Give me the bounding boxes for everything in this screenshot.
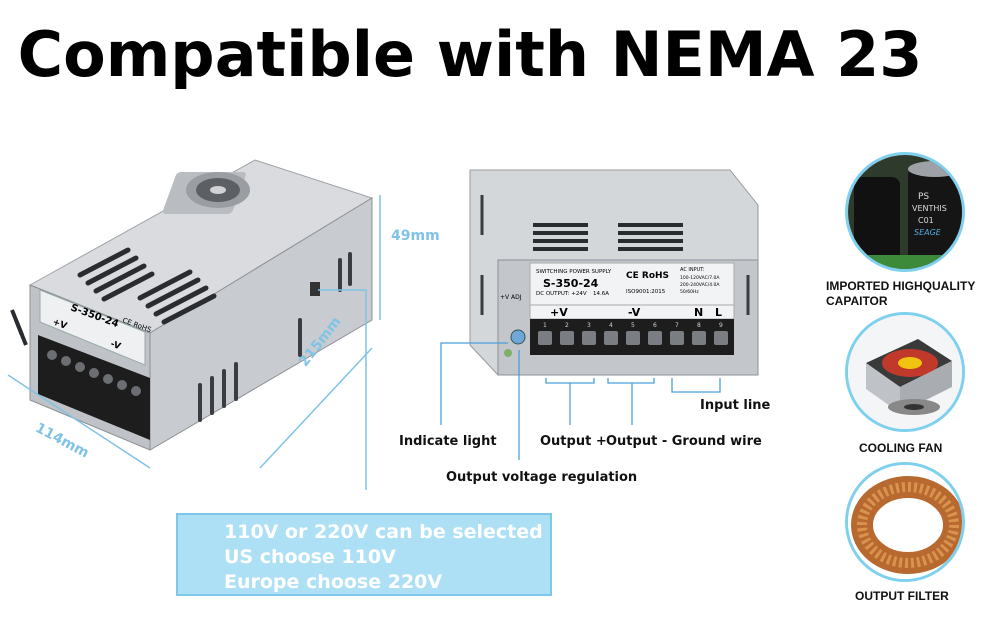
cap-text-2: VENTHIS: [912, 204, 947, 213]
terminal-8: 8: [697, 322, 701, 329]
psu-right-acin: AC INPUT:: [680, 267, 705, 273]
cooling-fan-image: [845, 312, 965, 432]
callout-input-line: Input line: [700, 398, 771, 413]
psu-right-model: S-350-24: [543, 277, 599, 290]
callout-voltage-reg: Output voltage regulation: [446, 470, 638, 485]
psu-right-header: SWITCHING POWER SUPPLY: [536, 269, 612, 275]
cap-text-3: C01: [918, 216, 934, 225]
terminal-4: 4: [609, 322, 613, 329]
note-line-1: 110V or 220V can be selected: [224, 521, 543, 543]
callout-output-minus: Output - Ground wire: [606, 434, 762, 449]
psu-left-minus: -V: [109, 339, 122, 352]
dim-height: 49mm: [391, 228, 440, 244]
cap-text-4: SEAGE: [914, 228, 942, 237]
note-line-2: US choose 110V: [224, 546, 396, 568]
capacitor-image: PS VENTHIS C01 SEAGE: [845, 152, 965, 272]
psu-right-n: N: [694, 306, 703, 319]
psu-right-dc: DC OUTPUT: +24V: [536, 291, 587, 297]
terminal-5: 5: [631, 322, 635, 329]
note-line-3: Europe choose 220V: [224, 571, 443, 593]
psu-right-hz: 50/60Hz: [680, 289, 699, 295]
terminal-1: 1: [543, 322, 547, 329]
psu-right-minus: -V: [628, 306, 641, 319]
psu-front-image: SWITCHING POWER SUPPLY S-350-24 CE RoHS …: [469, 169, 759, 376]
psu-right-ac1: 100-120VAC/7.0A: [680, 275, 720, 281]
psu-right-l: L: [715, 306, 722, 319]
terminal-3: 3: [587, 322, 591, 329]
terminal-7: 7: [675, 322, 679, 329]
psu-left-plus: +V: [51, 317, 68, 331]
terminal-2: 2: [565, 322, 569, 329]
feature-capacitor-label-2: CAPAITOR: [826, 294, 888, 308]
callout-indicate-light: Indicate light: [399, 434, 497, 449]
psu-right-ac2: 200-240VAC/4.0A: [680, 282, 720, 288]
psu-isometric-image: S-350-24 +V -V CE RoHS: [7, 159, 381, 490]
psu-right-current: 14.6A: [593, 291, 609, 297]
psu-right-adj: +V ADJ: [500, 294, 522, 301]
terminal-9: 9: [719, 322, 723, 329]
callout-output-plus: Output +: [540, 434, 607, 449]
feature-capacitor-label-1: IMPORTED HIGHQUALITY: [826, 279, 976, 293]
voltage-note-box: 110V or 220V can be selected US choose 1…: [176, 513, 552, 596]
page-title: Compatible with NEMA 23: [17, 18, 923, 91]
cap-text-1: PS: [918, 192, 929, 202]
feature-filter-label: OUTPUT FILTER: [855, 589, 949, 603]
output-filter-image: [845, 462, 965, 582]
feature-fan-label: COOLING FAN: [859, 441, 943, 455]
psu-right-ce: CE RoHS: [626, 271, 669, 281]
psu-right-iso: ISO9001:2015: [626, 289, 666, 295]
terminal-6: 6: [653, 322, 657, 329]
psu-right-plus: +V: [550, 306, 568, 319]
